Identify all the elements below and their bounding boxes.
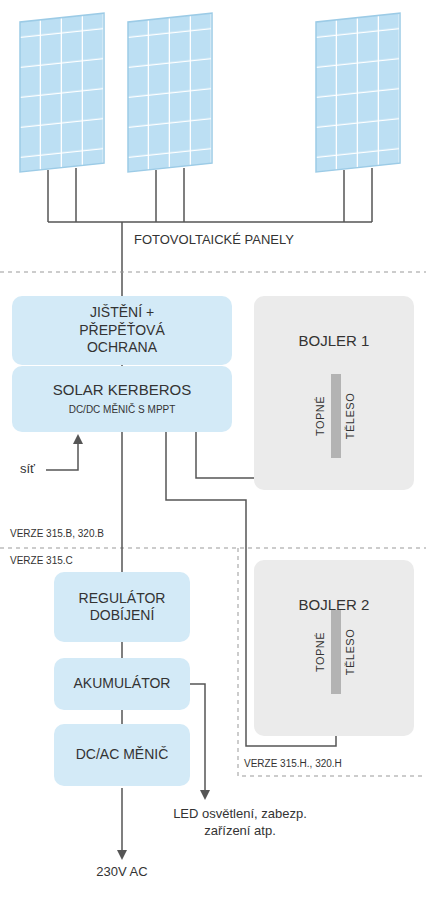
heating-element: TOPNÉ TĚLESO (306, 610, 366, 694)
label-text: 230V AC (72, 864, 172, 881)
wire (121, 432, 123, 572)
node-text: BOJLER 1 (254, 332, 414, 351)
node-text: AKUMULÁTOR (74, 675, 171, 693)
converter-box: SOLAR KERBEROS DC/DC MĚNIČ S MPPT (12, 366, 232, 432)
wire (121, 642, 123, 658)
label-text: LED osvětlení, zabezp. zařízení atp. (150, 806, 330, 840)
node-text: JIŠTĚNÍ + PŘEPĚŤOVÁ OCHRANA (57, 304, 187, 357)
solar-panels (20, 13, 400, 172)
label-text: VERZE 315.C (10, 554, 150, 567)
label-text: VERZE 315.B, 320.B (10, 527, 150, 540)
battery-box: AKUMULÁTOR (54, 658, 190, 710)
heating-element: TOPNÉ TĚLESO (306, 374, 366, 458)
inverter-box: DC/AC MĚNIČ (54, 724, 190, 786)
node-text: DC/AC MĚNIČ (76, 746, 169, 764)
boiler-tank: BOJLER 2TOPNÉTĚLESO (254, 560, 414, 736)
node-text: TĚLESO (344, 393, 358, 439)
fuse-box: JIŠTĚNÍ + PŘEPĚŤOVÁ OCHRANA (12, 296, 232, 365)
node-text: TOPNÉ (314, 632, 328, 672)
node-text: DC/DC MĚNIČ S MPPT (69, 404, 176, 417)
label-text: VERZE 315.H., 320.H (244, 757, 414, 770)
charge-regulator-box: REGULÁTOR DOBÍJENÍ (54, 572, 190, 642)
label-text: FOTOVOLTAICKÉ PANELY (134, 232, 394, 249)
version-borders (0, 272, 426, 776)
heating-bar (331, 610, 341, 694)
node-text: TĚLESO (344, 629, 358, 675)
node-text: SOLAR KERBEROS (53, 381, 191, 400)
boiler-tank: BOJLER 1 TOPNÉ TĚLESO (254, 296, 414, 490)
label-text: síť (20, 461, 50, 478)
node-text: TOPNÉ (314, 396, 328, 436)
heating-bar (331, 374, 341, 458)
node-text: REGULÁTOR DOBÍJENÍ (67, 590, 177, 625)
wire (121, 710, 123, 724)
